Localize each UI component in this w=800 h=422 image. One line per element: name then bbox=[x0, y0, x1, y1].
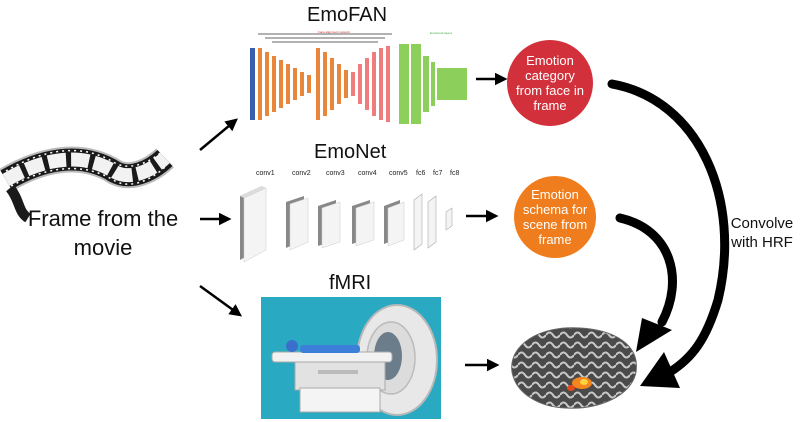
emonet-layer-label: conv4 bbox=[358, 170, 377, 177]
emofan-title: EmoFAN bbox=[307, 4, 388, 26]
emonet-layer-label: fc6 bbox=[416, 170, 426, 177]
hrf-arrow-long bbox=[607, 79, 730, 377]
arrow-frame-to-emofan bbox=[199, 118, 238, 151]
emonet-layer-label: conv5 bbox=[389, 170, 408, 177]
fmri-title: fMRI bbox=[329, 272, 372, 294]
emonet-layer-label: conv1 bbox=[256, 170, 275, 177]
hrf-arrow-short bbox=[615, 213, 677, 327]
emonet-layer-label: fc8 bbox=[450, 170, 460, 177]
emonet-output-text: Emotion schema for scene from frame bbox=[522, 187, 588, 247]
frame-label: Frame from the movie bbox=[27, 206, 179, 260]
emonet-title: EmoNet bbox=[314, 141, 387, 163]
emofan-output-bubble: Emotion category from face in frame bbox=[507, 40, 593, 126]
emonet-layer-label: conv3 bbox=[326, 170, 345, 177]
svg-text:Face alignment network: Face alignment network bbox=[318, 30, 350, 34]
hrf-arrowhead-short bbox=[636, 318, 672, 352]
mri-scanner-image bbox=[261, 297, 441, 419]
convolve-label: Convolve with HRF bbox=[730, 215, 794, 251]
arrow-frame-to-fmri bbox=[199, 284, 243, 317]
film-strip-icon bbox=[0, 146, 174, 223]
emofan-network-graphic: Face alignment network Emotional layers bbox=[246, 28, 486, 124]
svg-text:Emotional layers: Emotional layers bbox=[430, 31, 453, 35]
emonet-layer-label: fc7 bbox=[433, 170, 443, 177]
hrf-arrowhead-long bbox=[640, 352, 680, 388]
brain-image bbox=[511, 327, 637, 409]
emonet-network-graphic bbox=[240, 186, 453, 263]
emonet-layer-label: conv2 bbox=[292, 170, 311, 177]
emofan-output-text: Emotion category from face in frame bbox=[516, 53, 584, 113]
emonet-output-bubble: Emotion schema for scene from frame bbox=[514, 176, 596, 258]
